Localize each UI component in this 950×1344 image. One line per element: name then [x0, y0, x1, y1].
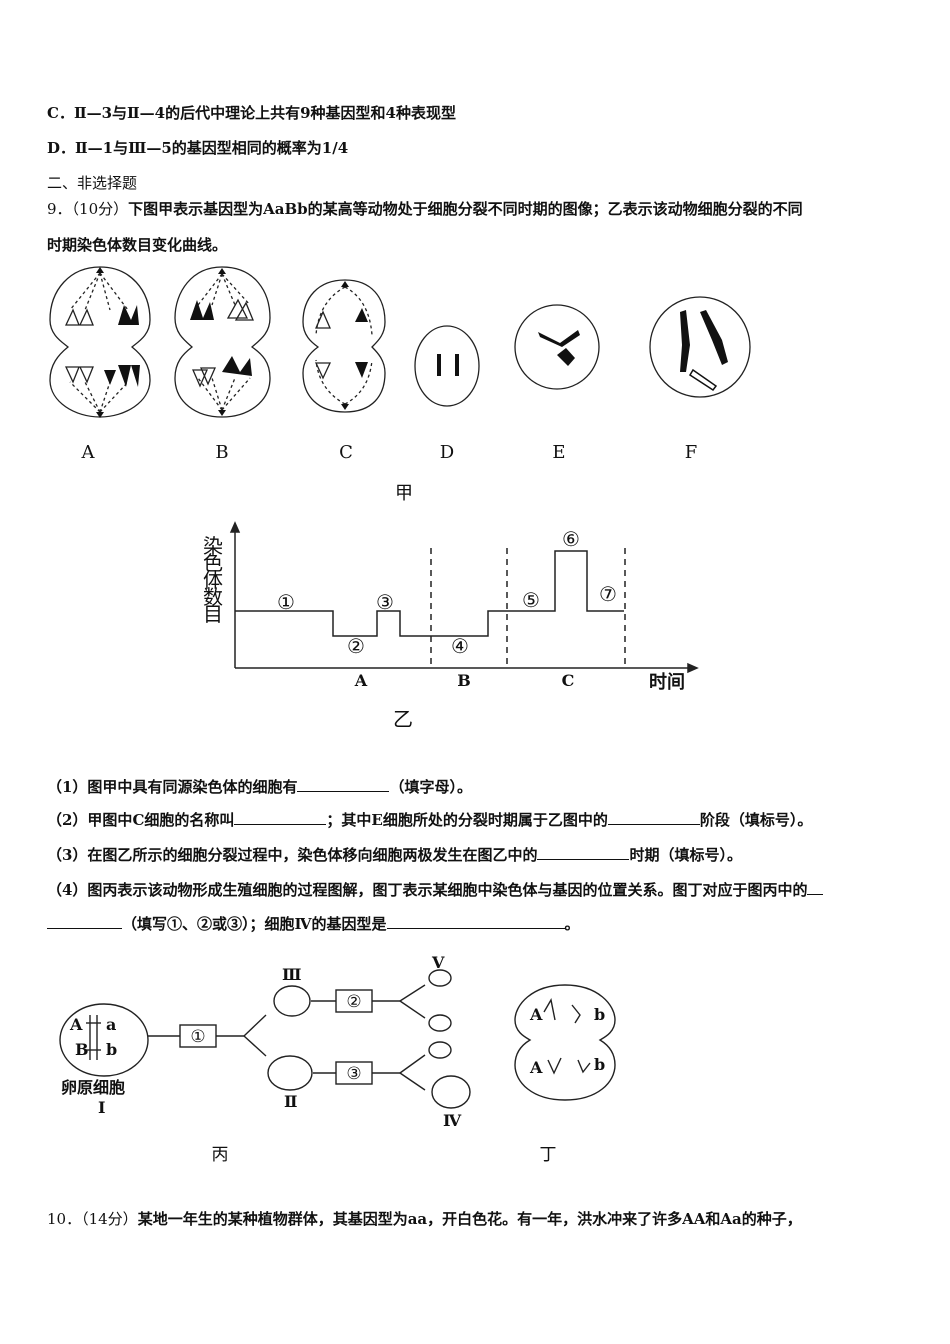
ding-gene-1: A — [529, 1005, 543, 1024]
stage-marker-7: ⑦ — [599, 582, 617, 606]
step-box-2 — [335, 989, 373, 1013]
q9-sub4-line1: （4）图丙表示该动物形成生殖细胞的过程图解，图丁表示某细胞中染色体与基因的位置关… — [47, 879, 824, 900]
oogonium-numeral: Ⅰ — [98, 1098, 105, 1117]
numeral-v: Ⅴ — [431, 953, 445, 972]
ylabel-char-1: 染 — [203, 534, 223, 558]
numeral-iv: Ⅳ — [443, 1111, 462, 1130]
step-label-2: ② — [346, 992, 361, 1012]
numeral-ii: Ⅱ — [284, 1092, 297, 1111]
cell-label-a: A — [81, 442, 96, 463]
cell-label-c: C — [339, 442, 353, 463]
sub1-text-a: （1）图甲中具有同源染色体的细胞有 — [47, 778, 298, 796]
numeral-iii: Ⅲ — [282, 965, 301, 984]
q9-number: 9．（10分） — [47, 200, 129, 218]
gene-a-lower: a — [106, 1015, 116, 1034]
sub4-answer-blank-1a[interactable] — [807, 880, 824, 895]
option-d: D．Ⅱ—1与Ⅲ—5的基因型相同的概率为1/4 — [47, 139, 349, 157]
section-title: 二、非选择题 — [47, 174, 138, 192]
cell-label-b: B — [215, 442, 228, 463]
oogonium-label: 卵原细胞 — [61, 1078, 125, 1097]
sub4-text-c: 。 — [564, 915, 580, 933]
cell-label-f: F — [685, 442, 698, 463]
step-box-3 — [335, 1061, 373, 1085]
ylabel-char-4: 数 — [203, 585, 223, 609]
sub3-answer-blank[interactable] — [537, 845, 630, 860]
stage-marker-1: ① — [277, 590, 295, 614]
sub3-text-b: 时期（填标号）。 — [629, 846, 742, 864]
phase-label-c: C — [562, 671, 575, 690]
q9-sub4-line2: （填写①、②或③）；细胞Ⅳ的基因型是 。 — [47, 913, 580, 934]
sub1-text-b: （填字母）。 — [389, 778, 472, 796]
sub2-answer-blank-1[interactable] — [234, 810, 327, 825]
gene-a-upper: A — [69, 1015, 83, 1034]
cell-e — [514, 304, 600, 390]
ding-gene-4: b — [594, 1055, 605, 1074]
cell-iii — [273, 985, 311, 1017]
polar-body-3 — [428, 1041, 452, 1059]
sub1-answer-blank[interactable] — [297, 777, 390, 792]
caption-jia: 甲 — [395, 483, 413, 504]
sub4-answer-blank-1b[interactable] — [47, 914, 122, 929]
cell-ii — [267, 1055, 313, 1091]
figure-jia: A B C D E F 甲 — [49, 266, 751, 504]
stage-marker-4: ④ — [451, 634, 469, 658]
sub3-text-a: （3）在图乙所示的细胞分裂过程中，染色体移向细胞两极发生在图乙中的 — [47, 846, 538, 864]
ding-gene-3: A — [529, 1058, 543, 1077]
stage-marker-6: ⑥ — [562, 527, 580, 551]
phase-label-b: B — [457, 671, 471, 690]
step-label-1: ① — [190, 1027, 205, 1047]
caption-yi: 乙 — [393, 707, 413, 731]
stage-marker-3: ③ — [376, 590, 394, 614]
sub2-text-c: 阶段（填标号）。 — [699, 811, 813, 829]
stage-marker-2: ② — [347, 634, 365, 658]
q9-text-line1: 下图甲表示基因型为AaBb的某高等动物处于细胞分裂不同时期的图像；乙表示该动物细… — [128, 200, 803, 218]
ylabel-char-3: 体 — [203, 568, 223, 592]
q9-line1: 9．（10分）下图甲表示基因型为AaBb的某高等动物处于细胞分裂不同时期的图像；… — [47, 198, 803, 219]
q9-line2: 时期染色体数目变化曲线。 — [47, 236, 228, 254]
option-c: C．Ⅱ—3与Ⅱ—4的后代中理论上共有9种基因型和4种表现型 — [47, 104, 456, 122]
q10-line: 10．（14分）某地一年生的某种植物群体，其基因型为aa，开白色花。有一年，洪水… — [47, 1208, 802, 1229]
xlabel: 时间 — [649, 672, 685, 693]
phase-label-a: A — [354, 671, 368, 690]
cell-d — [414, 325, 480, 407]
sub2-text-a: （2）甲图中C细胞的名称叫 — [47, 811, 235, 829]
polar-body-2 — [428, 1014, 452, 1032]
sub2-answer-blank-2[interactable] — [607, 810, 700, 825]
oogonium-cell — [59, 1003, 149, 1077]
cell-label-e: E — [552, 442, 565, 463]
cell-f — [649, 296, 751, 398]
stage-marker-5: ⑤ — [522, 588, 540, 612]
gene-b-upper: B — [75, 1040, 89, 1059]
ding-cell — [514, 984, 616, 1101]
cell-a — [49, 266, 151, 418]
caption-ding: 丁 — [540, 1145, 557, 1165]
q10-text: 某地一年生的某种植物群体，其基因型为aa，开白色花。有一年，洪水冲来了许多AA和… — [137, 1210, 802, 1228]
sub2-text-b: ；其中E细胞所处的分裂时期属于乙图中的 — [326, 811, 608, 829]
ylabel-char-5: 目 — [203, 602, 223, 626]
step-box-1 — [179, 1024, 217, 1048]
chromosome-curve — [235, 550, 624, 637]
q10-number: 10．（14分） — [47, 1210, 138, 1228]
q9-sub3: （3）在图乙所示的细胞分裂过程中，染色体移向细胞两极发生在图乙中的 时期（填标号）… — [47, 844, 742, 865]
q9-sub2: （2）甲图中C细胞的名称叫 ；其中E细胞所处的分裂时期属于乙图中的 阶段（填标号）。 — [47, 809, 812, 830]
sub4-text-line1: （4）图丙表示该动物形成生殖细胞的过程图解，图丁表示某细胞中染色体与基因的位置关… — [47, 881, 808, 899]
ylabel-char-2: 色 — [203, 551, 223, 575]
cell-c — [302, 279, 386, 413]
polar-body-v — [428, 969, 452, 987]
cell-label-d: D — [440, 442, 454, 463]
cell-iv — [431, 1075, 471, 1109]
cell-b — [174, 266, 271, 418]
gene-b-lower: b — [106, 1040, 117, 1059]
sub4-answer-blank-2[interactable] — [386, 914, 565, 929]
sub4-text-b: （填写①、②或③）；细胞Ⅳ的基因型是 — [122, 915, 387, 933]
q9-sub1: （1）图甲中具有同源染色体的细胞有 （填字母）。 — [47, 776, 472, 797]
caption-bing: 丙 — [212, 1145, 229, 1165]
step-label-3: ③ — [346, 1064, 361, 1084]
ding-gene-2: b — [594, 1005, 605, 1024]
